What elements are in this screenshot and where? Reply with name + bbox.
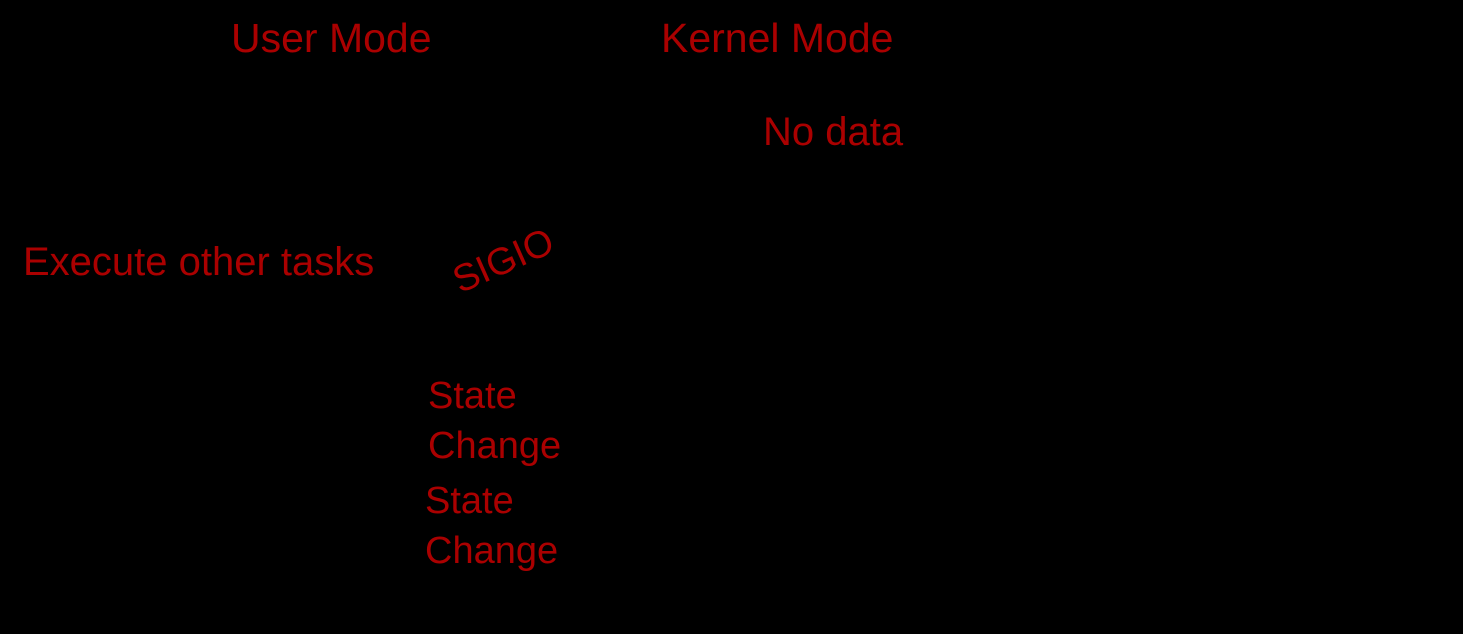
- label-state-first: State: [428, 375, 517, 417]
- label-kernel-mode: Kernel Mode: [661, 15, 894, 61]
- label-user-mode: User Mode: [231, 15, 432, 61]
- label-state-second: State: [425, 480, 514, 522]
- label-change-second: Change: [425, 530, 559, 572]
- label-execute-other-tasks: Execute other tasks: [23, 240, 375, 284]
- label-sigio: SIGIO: [446, 220, 561, 302]
- label-change-first: Change: [428, 425, 562, 467]
- label-no-data: No data: [763, 110, 904, 154]
